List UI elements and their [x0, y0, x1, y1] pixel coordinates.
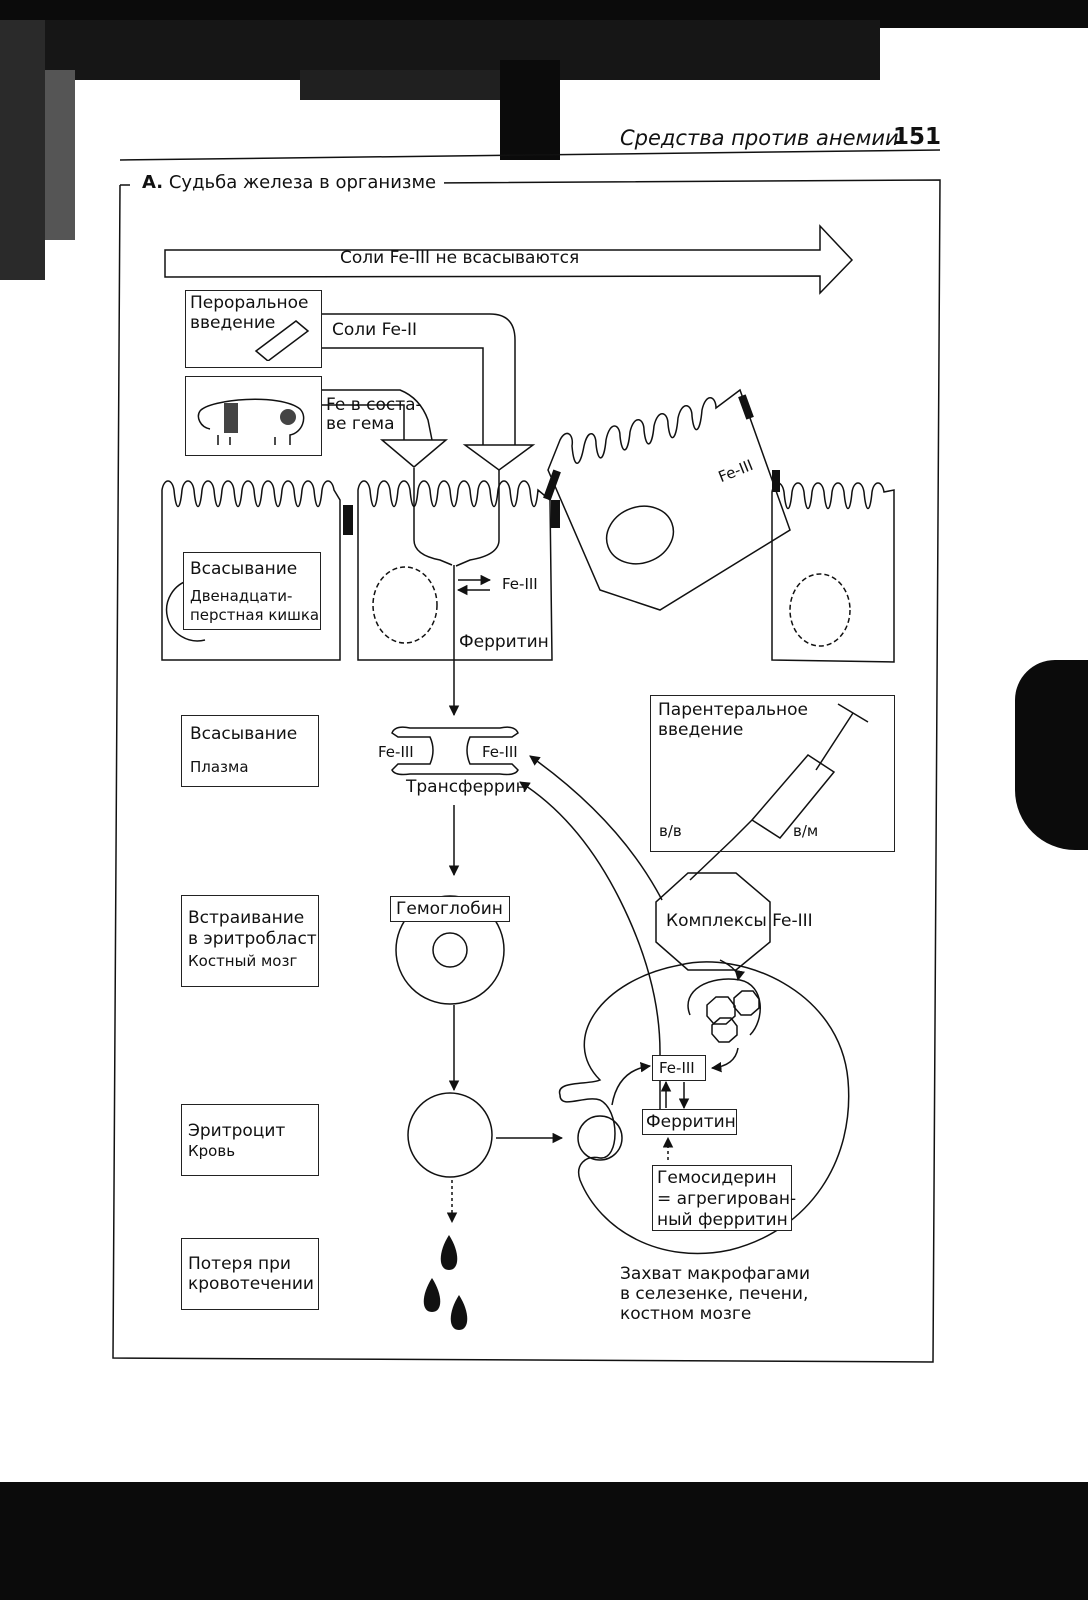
oral-label-1: Пероральное — [190, 293, 309, 313]
stage-duodenum: Всасывание Двенадцати- перстная кишка — [183, 552, 321, 630]
heme-label-1: Fe в соста- — [326, 395, 422, 415]
macrophage-caption-1: Захват макрофагами — [620, 1264, 810, 1284]
parenteral-im: в/м — [793, 822, 819, 840]
hemosiderin-line-1: Гемосидерин — [657, 1168, 777, 1188]
scan-artifact-left — [0, 20, 45, 280]
stage-erythrocyte-sub: Кровь — [188, 1142, 236, 1160]
nucleus-right — [789, 573, 851, 647]
stage-erythrocyte-title: Эритроцит — [188, 1121, 286, 1141]
macrophage-fe3-box: Fe-III — [652, 1055, 706, 1081]
syringe — [689, 703, 869, 881]
heme-box — [185, 376, 322, 456]
fe3-exchange-label: Fe-III — [502, 575, 538, 593]
arrow-phagosome-to-fe3 — [710, 1047, 739, 1073]
page-number: 151 — [893, 124, 942, 150]
banner-label: Соли Fe-III не всасываются — [340, 248, 580, 268]
blood-drops — [423, 1235, 468, 1330]
uptake-lines — [413, 468, 500, 567]
tablet-icon — [254, 320, 310, 361]
section-title: A. Судьба железа в организме — [138, 172, 445, 193]
hemosiderin-box: Гемосидерин = агрегирован- ный ферритин — [652, 1165, 796, 1231]
stage-plasma-sub: Плазма — [190, 758, 249, 776]
parenteral-title-2: введение — [658, 720, 744, 740]
salts-channel — [322, 313, 516, 445]
complexes-label: Комплексы Fe-III — [666, 911, 813, 931]
nucleus-tilted — [605, 505, 675, 565]
stage-erythrocyte: Эритроцит Кровь — [181, 1104, 319, 1176]
scan-artifact-bottom — [0, 1482, 1088, 1600]
arrow-complex-to-macrophage — [719, 959, 745, 982]
parenteral-iv: в/в — [659, 822, 682, 840]
stage-erythroblast-title-2: в эритробласт — [188, 929, 317, 949]
oral-box: Пероральное введение — [185, 290, 322, 368]
transferrin-shape — [391, 726, 519, 776]
oral-label-2: введение — [190, 313, 276, 333]
nucleus-center — [372, 566, 438, 644]
erythroblast-nucleus — [432, 932, 468, 968]
enterocyte-center — [357, 480, 553, 661]
phagosome-octagon-1 — [706, 996, 736, 1025]
hemoglobin-box: Гемоглобин — [390, 896, 510, 922]
salts-arrowhead — [462, 444, 536, 471]
phagosome — [687, 978, 761, 1036]
enterocyte-tilted — [547, 388, 791, 611]
stage-blood-loss-title-1: Потеря при — [188, 1254, 291, 1274]
arrow-erythrocyte-to-fe3 — [611, 1061, 652, 1106]
macrophage-caption-2: в селезенке, печени, — [620, 1284, 809, 1304]
arrow-macrophage-to-transferrin — [519, 781, 661, 1118]
hemosiderin-line-2: = агрегирован- — [657, 1189, 797, 1209]
enterocyte-left — [161, 480, 341, 661]
salts-fe2-label: Соли Fe-II — [332, 320, 418, 340]
phagosome-octagon-3 — [711, 1017, 738, 1043]
stage-erythroblast: Встраивание в эритробласт Костный мозг — [181, 895, 319, 987]
stage-blood-loss: Потеря при кровотечении — [181, 1238, 319, 1310]
enterocyte-right — [771, 482, 895, 663]
banner-arrow — [164, 224, 854, 295]
running-header: Средства против анемии — [620, 126, 899, 150]
macrophage-outline — [559, 961, 850, 1255]
transferrin-label: Трансферрин — [406, 777, 527, 797]
header-rule — [119, 149, 941, 161]
transferrin-fe3-right: Fe-III — [482, 743, 518, 761]
engulfed-erythrocyte — [577, 1115, 623, 1161]
macrophage-fe3-label: Fe-III — [659, 1059, 695, 1077]
gut-ferritin-label: Ферритин — [459, 632, 549, 652]
hemosiderin-line-3: ный ферритин — [657, 1210, 788, 1230]
stage-erythroblast-title-1: Встраивание — [188, 908, 305, 928]
junction-marks — [343, 394, 780, 535]
nucleus-left — [165, 579, 206, 642]
phagosome-octagon-2 — [733, 990, 760, 1016]
pig-icon — [197, 398, 305, 445]
heme-channel — [322, 389, 433, 441]
hemoglobin-label: Гемоглобин — [396, 899, 503, 919]
heme-label-2: ве гема — [326, 414, 395, 434]
arrow-complex-to-transferrin — [529, 755, 663, 901]
stage-blood-loss-title-2: кровотечении — [188, 1274, 314, 1294]
transferrin-fe3-left: Fe-III — [378, 743, 414, 761]
stage-plasma: Всасывание Плазма — [181, 715, 319, 787]
scan-artifact-top-block — [300, 70, 500, 100]
parenteral-title-1: Парентеральное — [658, 700, 808, 720]
macrophage-caption-3: костном мозге — [620, 1304, 752, 1324]
stage-duodenum-sub-1: Двенадцати- — [190, 587, 293, 605]
macrophage-ferritin-label: Ферритин — [646, 1112, 736, 1132]
heme-arrowhead — [379, 439, 449, 468]
scan-artifact-top-block2 — [500, 60, 560, 160]
erythrocyte — [407, 1092, 493, 1178]
macrophage-ferritin-box: Ферритин — [642, 1109, 737, 1135]
scan-artifact-right — [1015, 660, 1088, 850]
stage-plasma-title: Всасывание — [190, 724, 298, 744]
stage-erythroblast-sub: Костный мозг — [188, 952, 298, 970]
figure-frame — [112, 179, 941, 1363]
parenteral-box: Парентеральное введение в/в в/м — [650, 695, 895, 852]
stage-duodenum-sub-2: перстная кишка — [190, 606, 320, 624]
scan-artifact-left2 — [45, 70, 75, 240]
stage-duodenum-title: Всасывание — [190, 559, 298, 579]
